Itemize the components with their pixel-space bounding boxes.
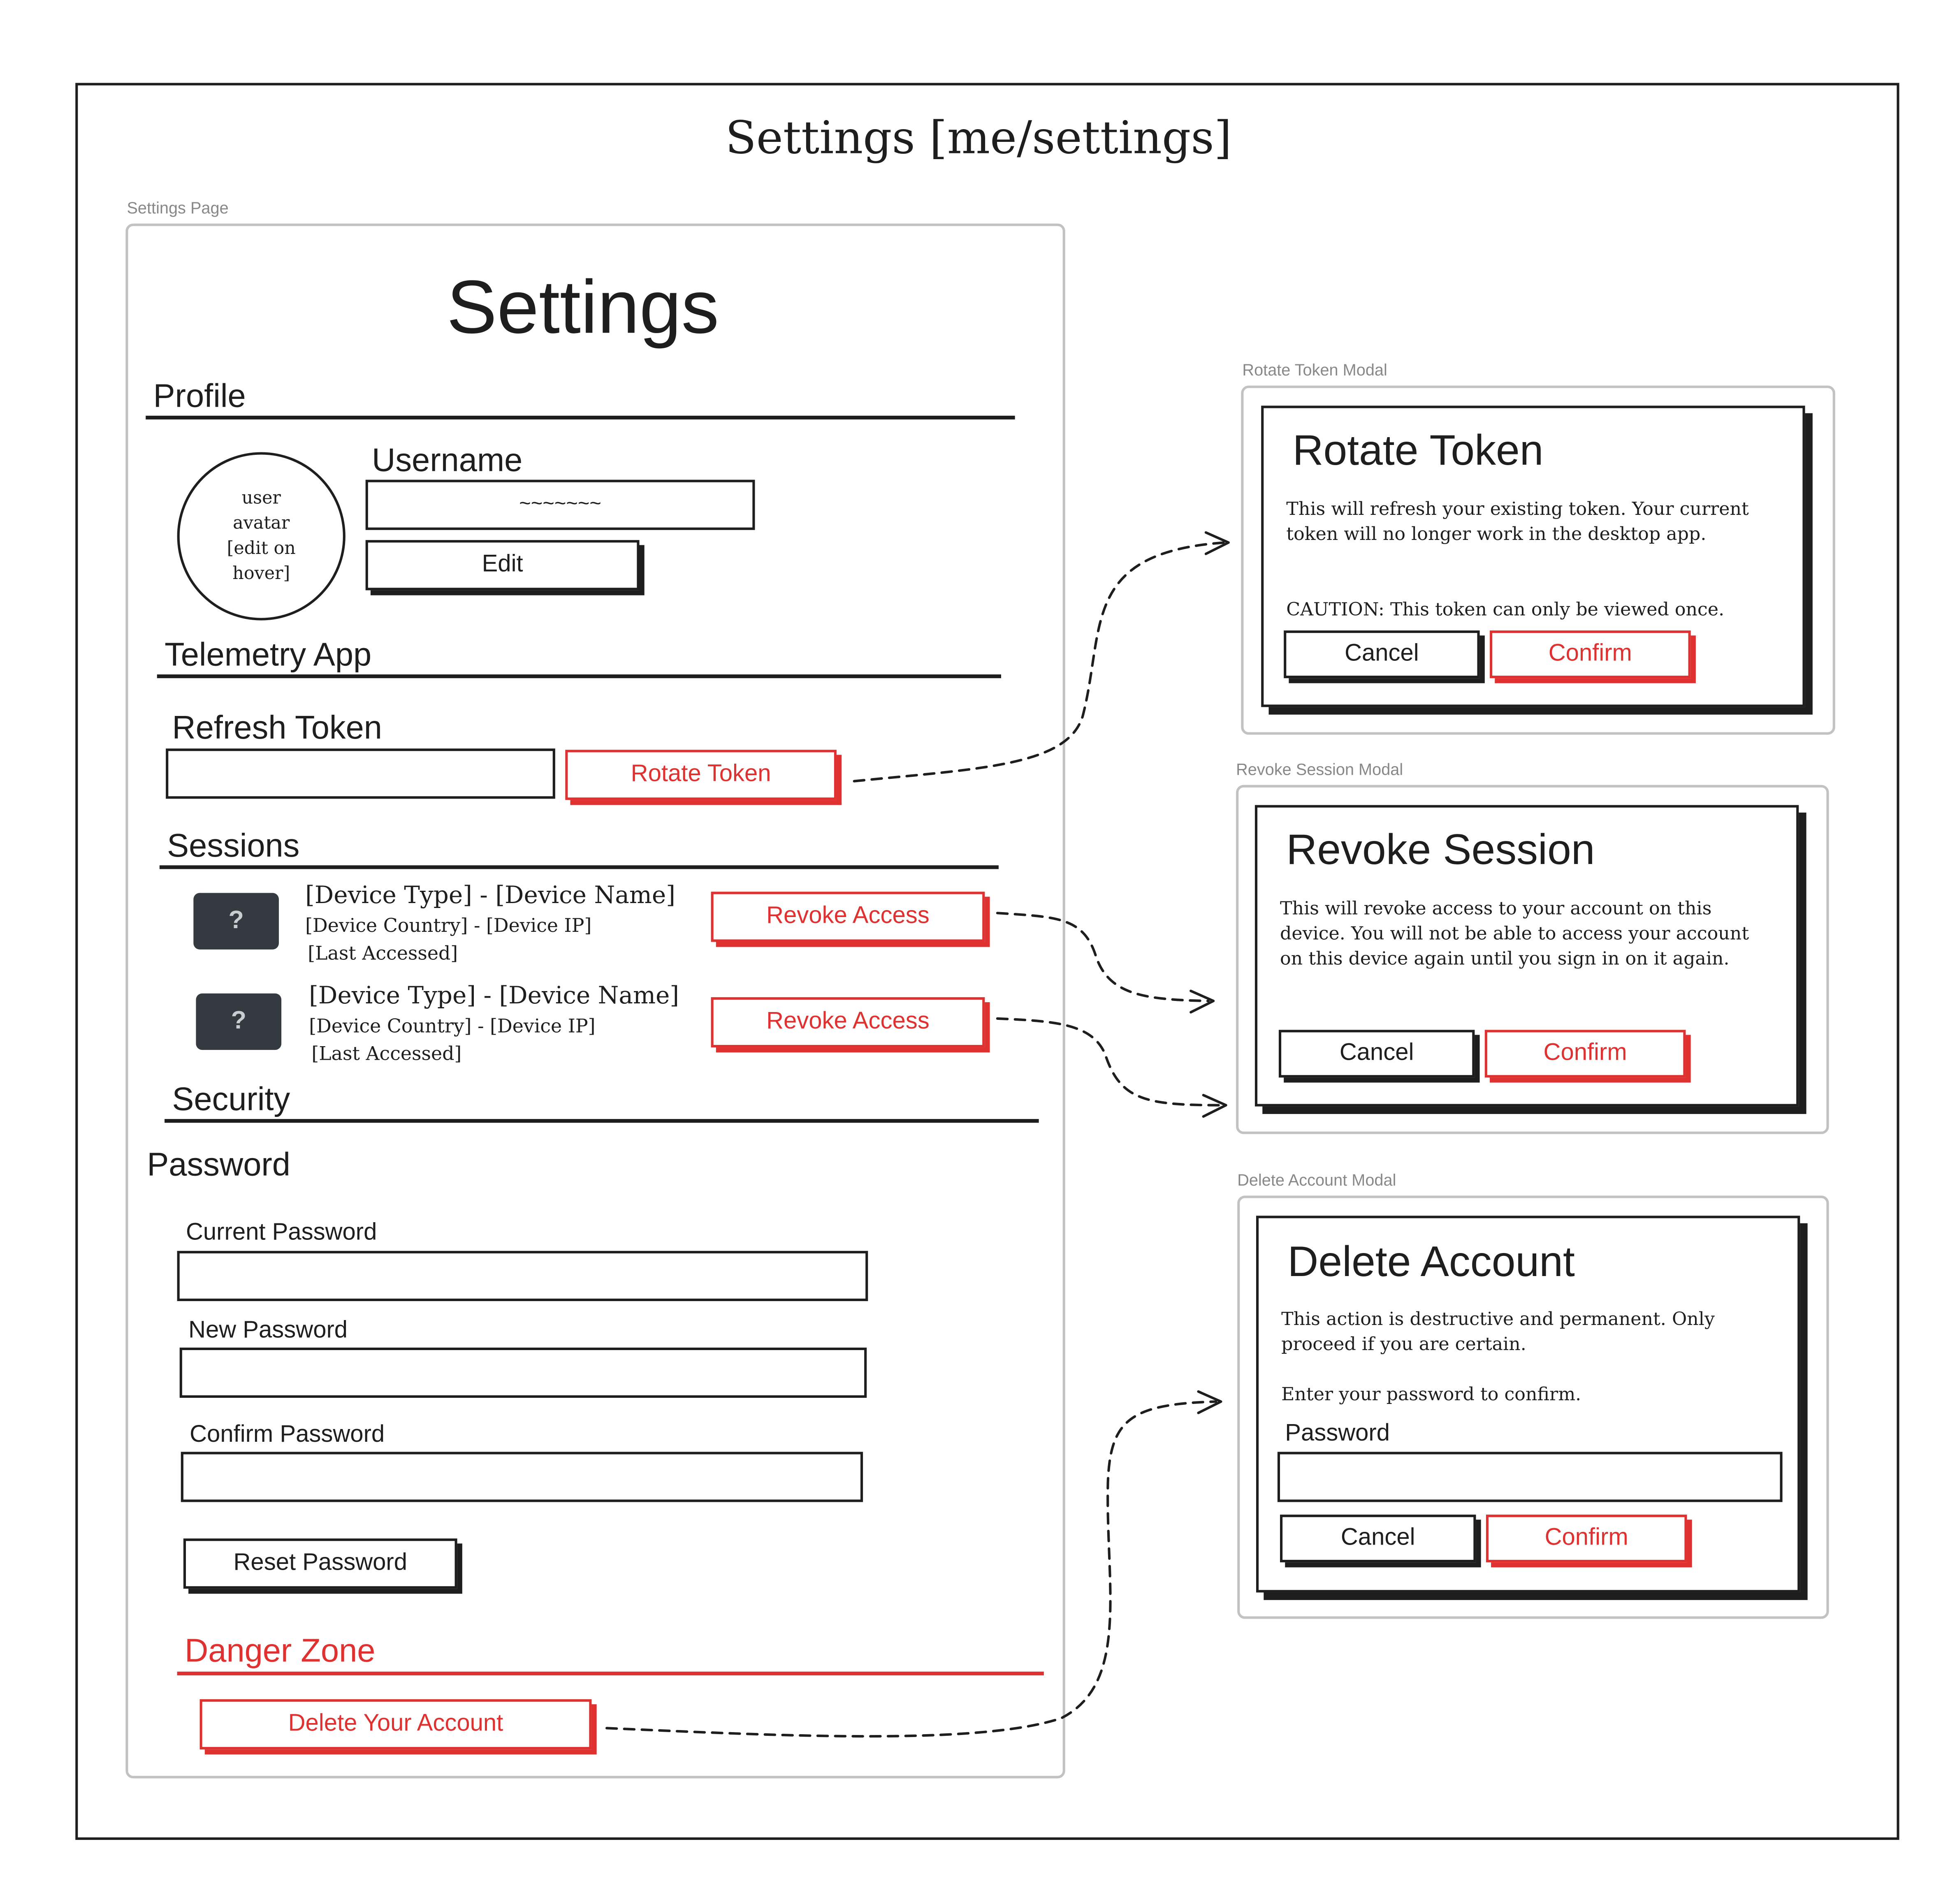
delete-confirm-button[interactable]: Confirm bbox=[1486, 1515, 1687, 1563]
username-value: ~~~~~~~ bbox=[519, 493, 601, 515]
delete-account-arrow bbox=[605, 1400, 1217, 1738]
device-icon: ? bbox=[193, 893, 279, 950]
arrow-head-icon bbox=[1202, 1094, 1227, 1118]
arrow-head-icon bbox=[1190, 989, 1215, 1014]
revoke-modal-label: Revoke Session Modal bbox=[1236, 760, 1403, 779]
new-password-field[interactable] bbox=[179, 1347, 867, 1398]
delete-modal-password-field[interactable] bbox=[1277, 1452, 1783, 1502]
username-field[interactable]: ~~~~~~~ bbox=[365, 479, 755, 530]
current-password-label: Current Password bbox=[185, 1219, 377, 1246]
rotate-modal-title: Rotate Token bbox=[1292, 427, 1544, 475]
delete-modal-title: Delete Account bbox=[1287, 1238, 1575, 1286]
security-header: Security bbox=[172, 1080, 290, 1118]
session-last-accessed: [Last Accessed] bbox=[308, 942, 458, 965]
session-device-location: [Device Country] - [Device IP] bbox=[309, 1015, 596, 1038]
sessions-divider bbox=[159, 865, 999, 869]
arrow-head-icon bbox=[1197, 1390, 1222, 1414]
current-password-field[interactable] bbox=[177, 1251, 868, 1301]
outer-frame bbox=[75, 83, 1899, 1840]
security-divider bbox=[165, 1119, 1039, 1123]
avatar-label: user avatar [edit on hover] bbox=[227, 489, 296, 584]
revoke-access-button[interactable]: Revoke Access bbox=[711, 997, 985, 1048]
avatar[interactable]: user avatar [edit on hover] bbox=[177, 452, 345, 621]
session-last-accessed: [Last Accessed] bbox=[311, 1042, 462, 1065]
revoke-modal-body: This will revoke access to your account … bbox=[1280, 899, 1749, 970]
rotate-modal-label: Rotate Token Modal bbox=[1242, 360, 1387, 380]
username-label: Username bbox=[371, 440, 523, 479]
rotate-token-button[interactable]: Rotate Token bbox=[565, 750, 837, 800]
page-title: Settings bbox=[446, 265, 719, 350]
refresh-token-field[interactable] bbox=[166, 748, 555, 799]
revoke-access-arrow-2 bbox=[996, 1017, 1222, 1107]
danger-zone-header: Danger Zone bbox=[184, 1631, 376, 1669]
sessions-header: Sessions bbox=[167, 826, 300, 864]
session-device-location: [Device Country] - [Device IP] bbox=[305, 914, 592, 937]
revoke-modal-title: Revoke Session bbox=[1286, 826, 1595, 874]
danger-zone-divider bbox=[177, 1671, 1044, 1676]
session-device-name: [Device Type] - [Device Name] bbox=[305, 881, 675, 910]
revoke-access-arrow-1 bbox=[996, 912, 1210, 1003]
diagram-title: Settings [me/settings] bbox=[725, 113, 1232, 165]
session-device-name: [Device Type] - [Device Name] bbox=[309, 982, 679, 1010]
delete-modal-instruction: Enter your password to confirm. bbox=[1281, 1385, 1581, 1406]
rotate-modal-body: This will refresh your existing token. Y… bbox=[1286, 500, 1749, 545]
profile-divider bbox=[146, 415, 1015, 420]
delete-account-button[interactable]: Delete Your Account bbox=[199, 1699, 592, 1750]
revoke-cancel-button[interactable]: Cancel bbox=[1278, 1030, 1475, 1078]
rotate-confirm-button[interactable]: Confirm bbox=[1490, 630, 1691, 679]
profile-header: Profile bbox=[153, 377, 246, 415]
delete-modal-label: Delete Account Modal bbox=[1237, 1170, 1396, 1190]
edit-username-button[interactable]: Edit bbox=[365, 540, 640, 591]
rotate-modal-caution: CAUTION: This token can only be viewed o… bbox=[1286, 600, 1725, 621]
rotate-cancel-button[interactable]: Cancel bbox=[1284, 630, 1480, 679]
telemetry-header: Telemetry App bbox=[165, 635, 372, 673]
telemetry-divider bbox=[157, 674, 1002, 679]
rotate-token-arrow bbox=[853, 541, 1226, 783]
device-icon: ? bbox=[196, 993, 282, 1050]
settings-page-label: Settings Page bbox=[127, 198, 229, 218]
revoke-access-button[interactable]: Revoke Access bbox=[711, 892, 985, 942]
reset-password-button[interactable]: Reset Password bbox=[183, 1538, 457, 1589]
password-header: Password bbox=[147, 1145, 290, 1183]
refresh-token-label: Refresh Token bbox=[172, 708, 382, 746]
confirm-password-field[interactable] bbox=[181, 1452, 863, 1502]
delete-cancel-button[interactable]: Cancel bbox=[1280, 1515, 1476, 1563]
confirm-password-label: Confirm Password bbox=[190, 1422, 385, 1448]
delete-modal-password-label: Password bbox=[1285, 1420, 1390, 1447]
revoke-confirm-button[interactable]: Confirm bbox=[1484, 1030, 1686, 1078]
delete-modal-body: This action is destructive and permanent… bbox=[1281, 1310, 1715, 1355]
new-password-label: New Password bbox=[188, 1317, 348, 1344]
arrow-head-icon bbox=[1204, 531, 1230, 555]
